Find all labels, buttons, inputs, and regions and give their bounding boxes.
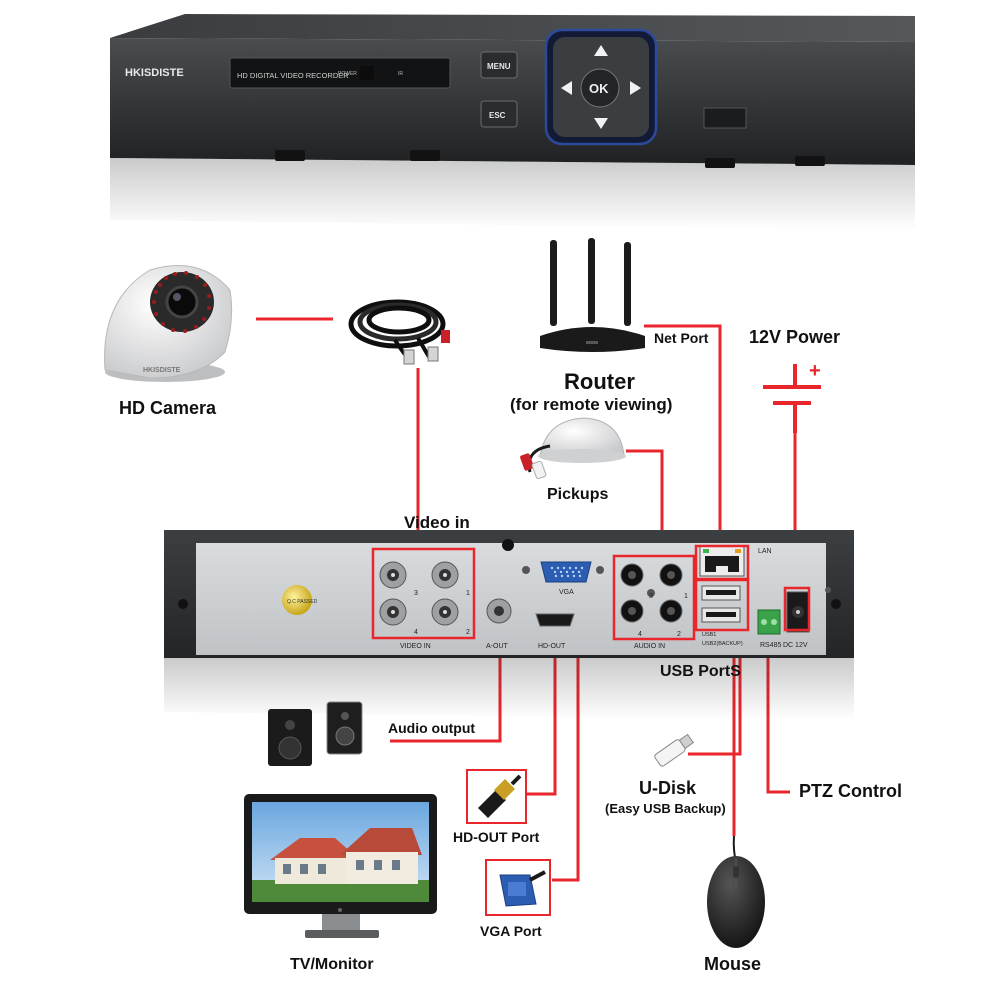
hd-camera-label: HD Camera [119,398,217,418]
usb1-panel-label: USB1 [702,632,716,638]
pickup-microphone [520,417,626,480]
hdmi-cable [466,769,527,824]
qc-sticker [282,585,312,615]
tv-monitor [244,794,437,938]
nav-right-icon[interactable] [630,81,641,95]
mouse-label: Mouse [704,954,762,974]
video-num-3: 3 [414,590,418,597]
video-in-group: 3 1 4 2 VIDEO IN [379,561,470,650]
audio-num-2: 2 [677,631,681,638]
rs485-panel-label: RS485 [760,642,782,649]
hd-out-port-label: HD-OUT Port [453,829,540,845]
front-esc-button[interactable] [480,100,518,128]
video-in-panel-label: VIDEO IN [400,643,431,650]
dvr-front: HKISDISTE HD DIGITAL VIDEO RECORDER POWE… [110,14,915,230]
front-model-text: HD DIGITAL VIDEO RECORDER [237,71,349,80]
pickups-label: Pickups [547,486,609,503]
router-subtitle: (for remote viewing) [510,395,673,414]
vga-port-label: VGA Port [480,923,542,939]
vga-cable [485,859,551,916]
camera-brand-text: HKISDISTE [143,367,181,374]
vga-panel-label: VGA [559,589,574,596]
front-power-text: POWER [338,71,357,77]
audio-num-1: 1 [684,593,688,600]
rs485-terminal[interactable] [757,609,781,635]
usb2-panel-label: USB2(BACKUP) [702,641,743,647]
a-out-panel-label: A-OUT [486,643,509,650]
ir-window [360,66,374,80]
net-port-label: Net Port [654,330,709,346]
audio-output-label: Audio output [388,720,476,736]
power-label: 12V Power [749,327,841,347]
power-plus-sign: + [809,360,821,382]
speakers [268,701,363,766]
video-num-2: 2 [466,629,470,636]
dc-panel-label: DC 12V [783,642,808,649]
bnc-cable-coil [348,299,450,365]
front-ir-text: IR [398,71,403,77]
u-disk-sublabel: (Easy USB Backup) [605,801,726,816]
router [540,238,645,352]
u-disk [654,733,695,767]
ok-text: OK [589,81,609,96]
front-esc-text: ESC [489,111,506,120]
audio-in-panel-label: AUDIO IN [634,643,665,650]
power-symbol [763,364,821,433]
front-display-window [229,57,451,89]
audio-num-4: 4 [638,631,642,638]
nav-down-icon[interactable] [594,118,608,129]
ok-button[interactable] [580,68,620,108]
ir-led-ring [152,271,211,333]
nav-left-icon[interactable] [561,81,572,95]
video-num-1: 1 [466,590,470,597]
audio-num-3: 3 [649,593,653,600]
front-usb-slot [703,107,747,129]
qc-text: Q.C PASSED [287,599,318,605]
highlight-boxes [371,544,811,641]
tv-monitor-label: TV/Monitor [290,956,374,973]
video-in-title: Video in [404,513,470,532]
lan-panel-label: LAN [758,548,772,555]
video-num-4: 4 [414,629,418,636]
wire-pickups-audio [626,449,664,558]
front-menu-text: MENU [487,62,511,71]
nav-up-icon[interactable] [594,45,608,56]
dvr-back-panel: Q.C PASSED 3 1 4 2 VIDEO IN A-OUT VGA HD… [164,530,854,720]
hd-out-panel-label: HD-OUT [538,643,566,650]
usb-ports-label: USB PortS [660,663,741,680]
router-title: Router [564,369,635,394]
hd-out-connector[interactable] [535,613,575,627]
u-disk-label: U-Disk [639,778,697,798]
front-brand-text: HKISDISTE [125,67,184,79]
wire-router-lan [644,324,722,556]
hd-camera: HKISDISTE [104,265,233,382]
front-menu-button[interactable] [480,51,518,79]
audio-in-group: 3 1 4 2 AUDIO IN [620,563,688,650]
ptz-control-label: PTZ Control [799,781,902,801]
mouse [707,835,765,948]
